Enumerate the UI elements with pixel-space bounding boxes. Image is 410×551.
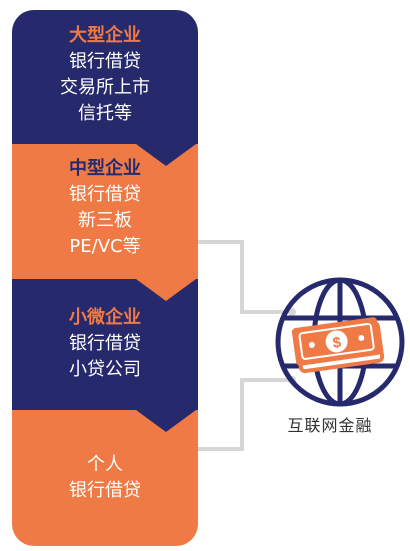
notch-arrow [136,279,196,301]
tier-item: 信托等 [78,103,132,124]
tier-item: 银行借贷 [69,480,141,501]
connector-individual [198,378,292,451]
tier-medium-enterprise: 中型企业 银行借贷 新三板 PE/VC等 [12,144,198,279]
connector-medium [198,240,292,314]
tier-title: 大型企业 [69,25,141,46]
notch-arrow [136,410,196,432]
tier-title: 中型企业 [69,158,141,179]
dollar-sign: $ [332,334,343,352]
internet-finance-node: $ [270,272,410,412]
connector-dot [288,308,296,316]
tier-item: 银行借贷 [69,51,141,72]
tier-item: 新三板 [78,210,132,231]
tier-item: 小贷公司 [69,359,141,380]
internet-finance-label: 互联网金融 [287,416,373,435]
globe-money-icon: $ [275,277,405,407]
notch-arrow [136,144,196,166]
tier-title: 个人 [87,454,123,475]
tier-title: 小微企业 [69,307,141,328]
tier-individual: 个人 银行借贷 [12,410,198,546]
tier-item: PE/VC等 [69,236,141,257]
tier-item: 银行借贷 [69,333,141,354]
tier-large-enterprise: 大型企业 银行借贷 交易所上市 信托等 [12,10,198,144]
financing-channel-stack: 大型企业 银行借贷 交易所上市 信托等 中型企业 银行借贷 新三板 PE/VC等… [12,10,198,546]
tier-item: 交易所上市 [60,77,150,98]
tier-item: 银行借贷 [69,184,141,205]
